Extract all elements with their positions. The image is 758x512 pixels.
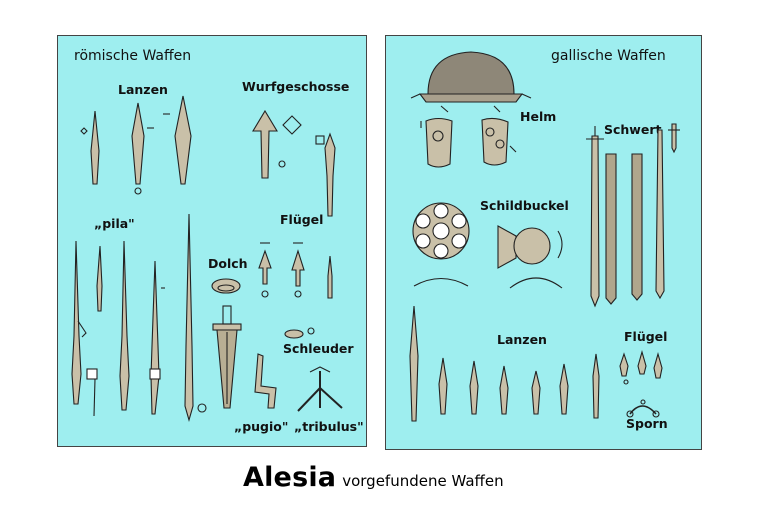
- sword-icon: [655, 129, 665, 300]
- sword-icon: [668, 123, 680, 154]
- bolt-head-icon: [315, 132, 336, 217]
- label-wurfgeschosse: Wurfgeschosse: [242, 79, 350, 94]
- roman-weapons-drawings: [71, 95, 343, 423]
- cheek-guard-icon: [420, 117, 453, 168]
- roman-panel-title: römische Waffen: [74, 48, 192, 64]
- label-dolch: Dolch: [208, 256, 248, 271]
- arrowhead-icon: [637, 349, 647, 375]
- arrowhead-icon: [258, 242, 272, 298]
- label-gallic-lanzen: Lanzen: [497, 332, 547, 347]
- shield-boss-icon: [497, 225, 563, 289]
- arrowhead-icon: [619, 352, 629, 385]
- gallic-weapons-drawings: [409, 51, 680, 422]
- pugio-dagger-icon: [212, 305, 242, 409]
- cheek-guard-icon: [481, 117, 517, 166]
- spearhead-icon: [131, 102, 154, 195]
- sword-icon: [586, 126, 604, 308]
- label-helm: Helm: [520, 109, 557, 124]
- spearhead-icon: [80, 110, 100, 185]
- pilum-icon: [71, 240, 98, 417]
- spearhead-icon: [499, 365, 509, 415]
- spearhead-icon: [592, 353, 600, 419]
- label-schwert: Schwert: [604, 122, 662, 137]
- spearhead-icon: [559, 363, 569, 415]
- pilum-icon: [184, 213, 207, 423]
- spearhead-icon: [438, 357, 448, 415]
- arrowhead-icon: [327, 255, 333, 299]
- arrowhead-icon: [291, 242, 305, 298]
- label-sporn: Sporn: [626, 416, 668, 431]
- gallic-weapons-panel: gallische Waffen Helm Schwert Schildbuck…: [385, 35, 702, 450]
- spearhead-icon: [531, 370, 541, 415]
- helmet-icon: [410, 51, 532, 113]
- caption-title: Alesia: [243, 462, 337, 493]
- roman-weapons-panel: römische Waffen Lanzen Wurfgeschosse „pi…: [57, 35, 367, 447]
- spur-icon: [626, 399, 660, 418]
- label-pugio: „pugio": [234, 419, 289, 434]
- spearhead-icon: [469, 360, 479, 415]
- pilum-icon: [119, 240, 130, 411]
- bolt-head-icon: [252, 109, 302, 179]
- arrowhead-icon: [653, 351, 663, 379]
- pilum-icon: [96, 245, 103, 312]
- caption-subtitle: vorgefundene Waffen: [342, 472, 504, 490]
- shield-boss-icon: [412, 202, 470, 287]
- spearhead-icon: [163, 95, 192, 185]
- label-schleuder: Schleuder: [283, 341, 354, 356]
- pilum-icon: [149, 260, 165, 415]
- sword-icon: [605, 153, 617, 305]
- label-schildbuckel: Schildbuckel: [480, 198, 569, 213]
- label-gallic-fluegel: Flügel: [624, 329, 668, 344]
- label-tribulus: „tribulus": [294, 419, 364, 434]
- label-roman-lanzen: Lanzen: [118, 82, 168, 97]
- label-roman-fluegel: Flügel: [280, 212, 324, 227]
- figure-caption: Alesia vorgefundene Waffen: [243, 462, 504, 493]
- dagger-sheath-icon: [211, 278, 241, 294]
- sling-bullet-icon: [254, 327, 315, 409]
- spearhead-icon: [409, 305, 419, 422]
- gallic-panel-title: gallische Waffen: [551, 48, 666, 64]
- sword-icon: [631, 153, 643, 301]
- label-pila: „pila": [94, 216, 135, 231]
- tribulus-caltrop-icon: [297, 366, 343, 412]
